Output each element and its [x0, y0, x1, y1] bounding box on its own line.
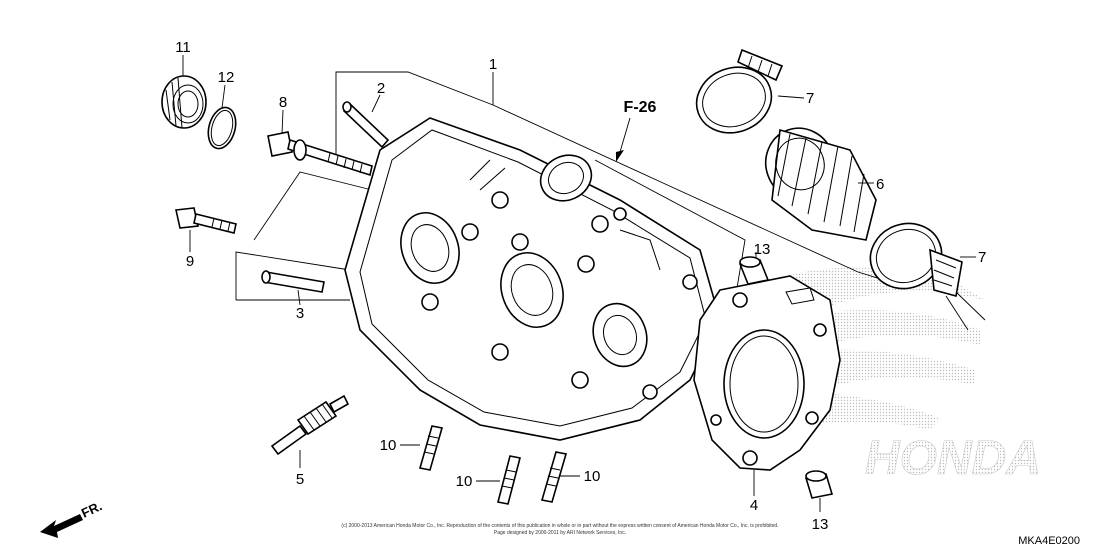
- part-2-dowel-pin: [342, 101, 390, 149]
- diagram-code: MKA4E0200: [1018, 535, 1080, 547]
- honda-wordmark-watermark: HONDA: [865, 432, 1041, 485]
- callout-13-upper: 13: [754, 241, 771, 258]
- part-10-stud-b: [497, 455, 521, 505]
- callout-4: 4: [750, 497, 758, 514]
- part-7-clamp-upper: [695, 48, 784, 134]
- callout-10-b: 10: [456, 473, 473, 490]
- part-13-dowel-lower: [804, 470, 834, 499]
- part-4-head-gasket: [693, 275, 841, 471]
- callout-2: 2: [377, 80, 385, 97]
- callout-5: 5: [296, 471, 304, 488]
- callout-10-c: 10: [584, 468, 601, 485]
- part-13-dowel-upper: [738, 256, 770, 285]
- callout-9: 9: [186, 253, 194, 270]
- part-12-o-ring: [207, 106, 237, 150]
- leader-lines: [182, 55, 986, 512]
- callout-1: 1: [489, 56, 497, 73]
- callout-8: 8: [279, 94, 287, 111]
- assembly-outlines: [235, 71, 901, 301]
- part-10-stud-a: [418, 425, 444, 471]
- callout-3: 3: [296, 305, 304, 322]
- part-8-bolt: [267, 131, 373, 177]
- callout-11: 11: [175, 39, 191, 56]
- direction-label: FR.: [79, 498, 104, 520]
- callout-7-upper: 7: [806, 90, 814, 107]
- callout-12: 12: [218, 69, 235, 86]
- part-6-intake-boot: [764, 127, 877, 241]
- copyright-line-1: (c) 2000-2013 American Honda Motor Co., …: [341, 523, 778, 529]
- part-7-clamp-lower: [869, 222, 963, 298]
- callout-6: 6: [876, 176, 884, 193]
- reference-f26: F-26: [624, 99, 657, 116]
- part-1-cylinder-head: [344, 117, 721, 441]
- copyright-line-2: Page designed by 2000-2011 by ARI Networ…: [494, 530, 626, 536]
- part-3-dowel-pin: [261, 270, 325, 293]
- part-9-bolt: [175, 207, 237, 234]
- front-direction-arrow: FR.: [40, 498, 104, 538]
- part-5-spark-plug: [270, 394, 350, 456]
- part-10-stud-c: [540, 451, 568, 503]
- callout-7-lower: 7: [978, 249, 986, 266]
- part-11-cap: [161, 75, 207, 129]
- callout-10-a: 10: [380, 437, 397, 454]
- callout-13-lower: 13: [812, 516, 829, 533]
